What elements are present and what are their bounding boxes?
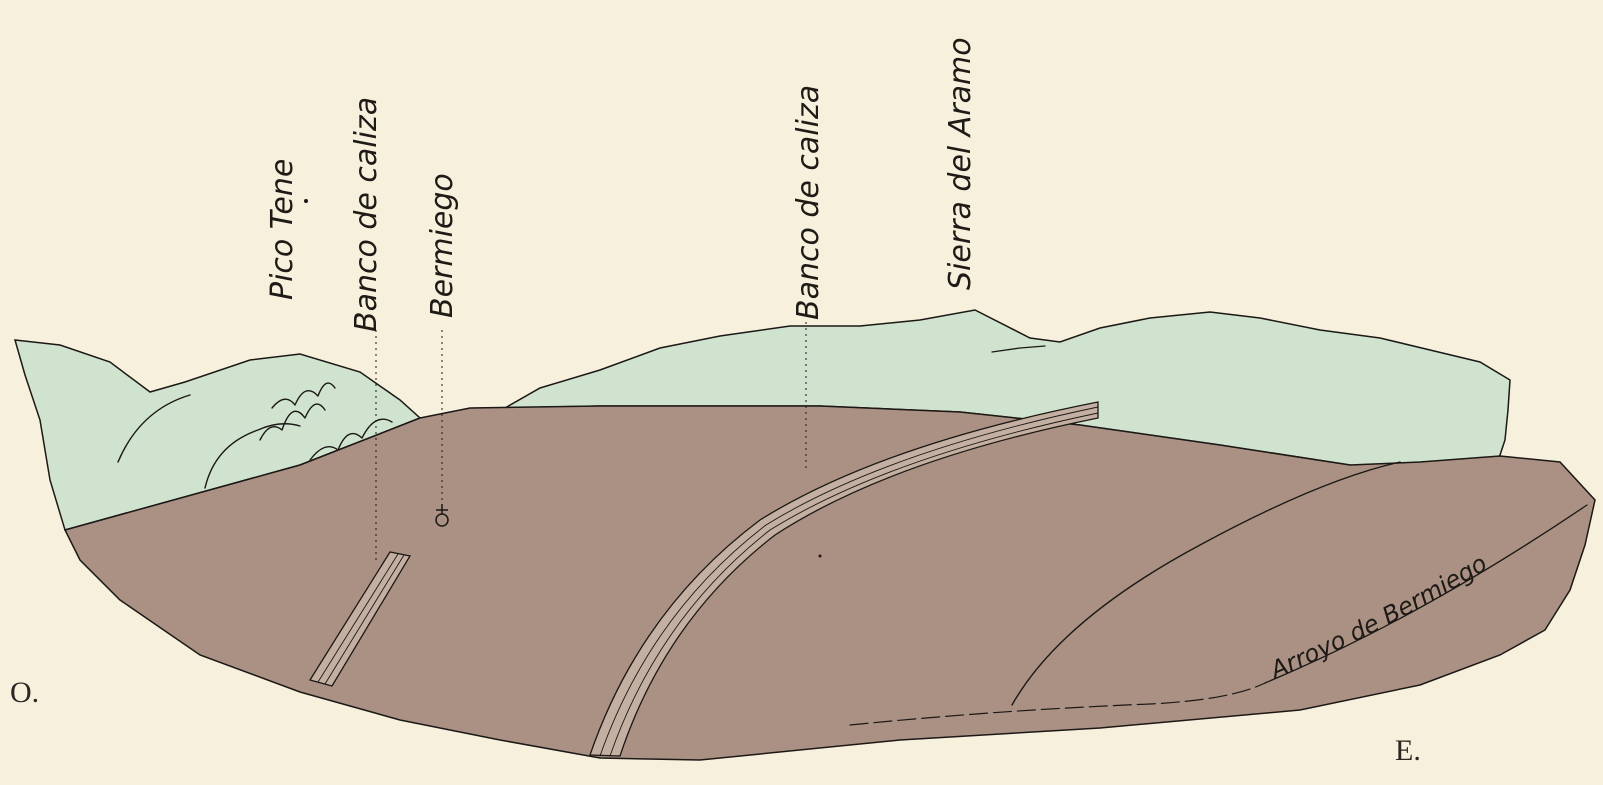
label-west: O. xyxy=(10,676,39,709)
label-banco-caliza-left: Banco de caliza xyxy=(349,97,384,332)
pico-tene-dot xyxy=(304,199,308,203)
label-east: E. xyxy=(1395,734,1421,767)
label-pico-tene: Pico Tene xyxy=(265,159,300,300)
label-sierra-del-aramo: Sierra del Aramo xyxy=(943,37,978,290)
label-banco-caliza-right: Banco de caliza xyxy=(791,85,826,320)
sierra-dot xyxy=(819,555,822,558)
label-bermiego: Bermiego xyxy=(425,173,460,318)
